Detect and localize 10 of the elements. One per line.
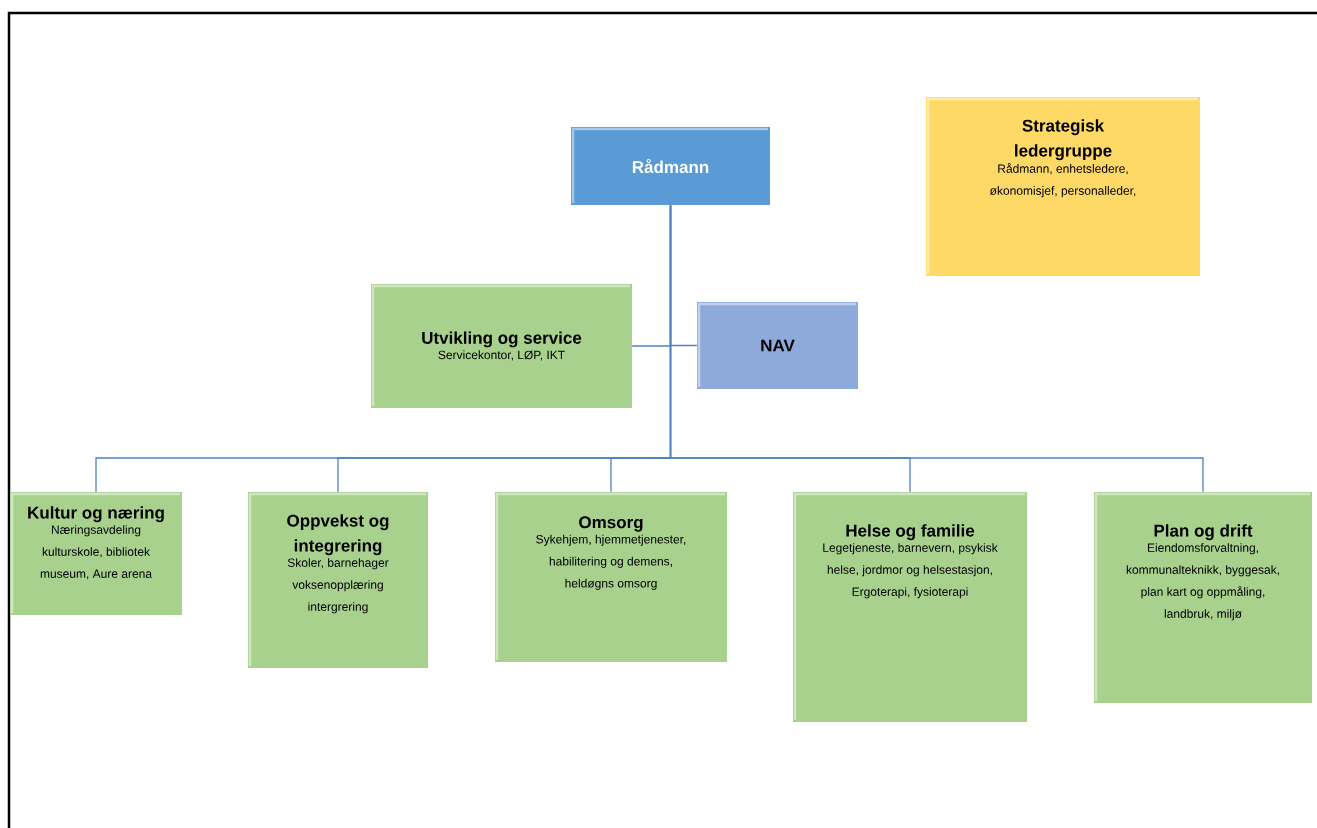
connector-line — [669, 204, 1204, 493]
org-box: Omsorg Sykehjem, hjemmetjenester, habilitering og demens, heldøgns omsorg — [495, 492, 727, 662]
org-box: Utvikling og service Servicekontor, LØP, IKT — [371, 284, 632, 408]
org-box: Rådmann — [571, 127, 770, 205]
org-box: Helse og familie Legetjeneste, barnevern, psykisk helse, jordmor og helsestasjon, Ergoterapi, fysioterapi — [793, 492, 1027, 722]
org-box: NAV — [697, 302, 858, 389]
org-box: Kultur og næring Næringsavdeling kulturskole, bibliotek museum, Aure arena — [10, 492, 182, 615]
org-box: Plan og drift Eiendomsforvaltning, kommunalteknikk, byggesak, plan kart og oppmåling, landbruk, miljø — [1094, 492, 1312, 703]
org-box: Strategisk ledergruppe Rådmann, enhetsledere, økonomisjef, personalleder, — [926, 97, 1200, 276]
org-box: Oppvekst og integrering Skoler, barnehager voksenopplæring intergrering — [248, 492, 428, 668]
